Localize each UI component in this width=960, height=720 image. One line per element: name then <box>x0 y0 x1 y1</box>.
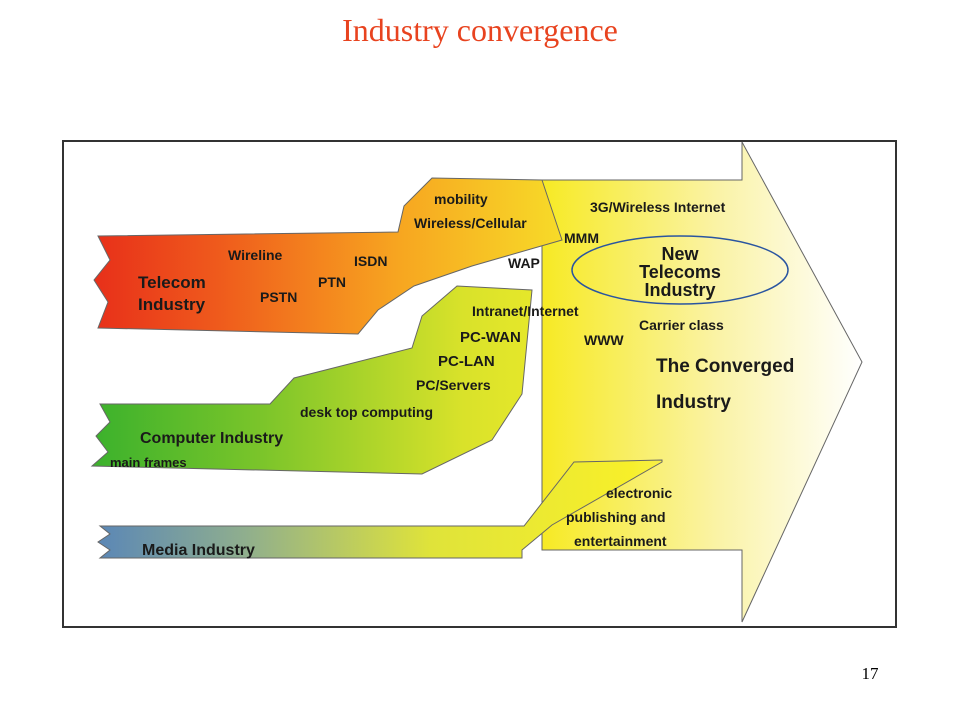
isdn-label: ISDN <box>354 253 387 269</box>
media-band <box>97 459 663 559</box>
converged-industry-line-1: The Converged <box>656 356 794 377</box>
carrier-class-label: Carrier class <box>639 317 724 333</box>
computer-industry-label: Computer Industry <box>140 430 283 447</box>
new-telecoms-line-3: Industry <box>644 280 715 300</box>
new-telecoms-line-2: Telecoms <box>639 262 721 282</box>
new-telecoms-line-1: New <box>661 244 699 264</box>
pstn-label: PSTN <box>260 289 297 305</box>
telecom-industry-line-1: Telecom <box>138 273 206 292</box>
pc-servers-label: PC/Servers <box>416 377 491 393</box>
www-label: WWW <box>584 332 624 348</box>
main-frames-label: main frames <box>110 455 187 470</box>
pc-wan-label: PC-WAN <box>460 329 521 346</box>
telecom-industry-line-2: Industry <box>138 295 206 314</box>
slide-title: Industry convergence <box>342 12 618 48</box>
pc-lan-label: PC-LAN <box>438 353 495 370</box>
media-terms-line-2: publishing and <box>566 509 666 525</box>
telecom-band <box>93 177 563 335</box>
wireless-internet-label: 3G/Wireless Internet <box>590 199 726 215</box>
converged-industry-line-2: Industry <box>656 392 731 413</box>
intranet-internet-label: Intranet/Internet <box>472 303 579 319</box>
media-industry-label: Media Industry <box>142 542 255 559</box>
wap-label: WAP <box>508 255 540 271</box>
mmm-label: MMM <box>564 230 599 246</box>
media-terms-line-1: electronic <box>606 485 672 501</box>
media-terms-line-3: entertainment <box>574 533 667 549</box>
computer-band <box>90 285 533 475</box>
wireline-label: Wireline <box>228 247 283 263</box>
desk-top-computing-label: desk top computing <box>300 404 433 420</box>
wireless-cellular-label: Wireless/Cellular <box>414 215 527 231</box>
page-number: 17 <box>861 664 879 683</box>
media-terms-label: electronic publishing and entertainment <box>566 485 672 549</box>
new-telecoms-ellipse <box>571 235 789 305</box>
converged-arrow <box>541 141 863 623</box>
mobility-label: mobility <box>434 191 488 207</box>
ptn-label: PTN <box>318 274 346 290</box>
